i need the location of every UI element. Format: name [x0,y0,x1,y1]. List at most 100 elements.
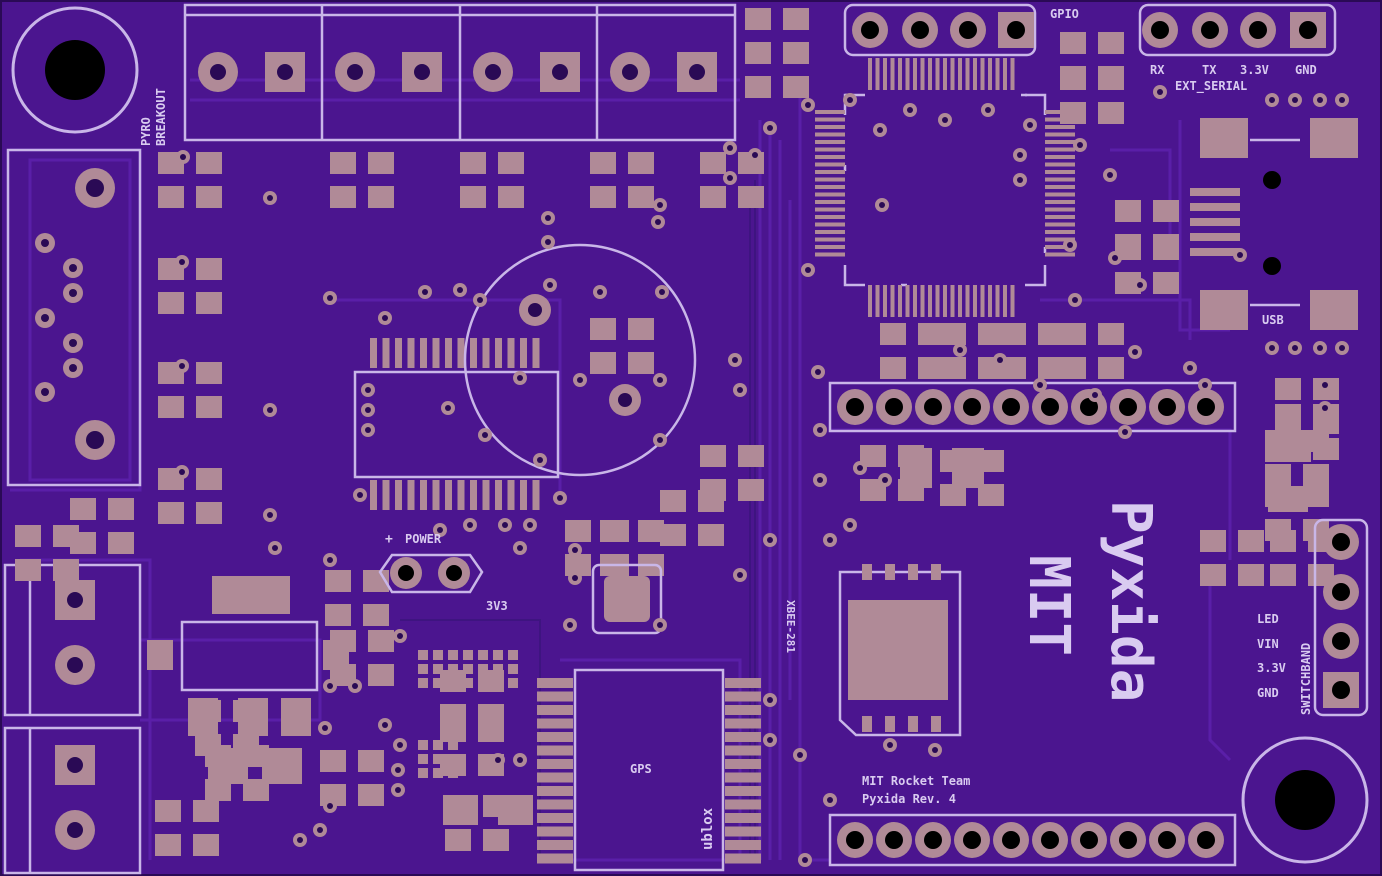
via-drill [657,377,663,383]
smd-pad [1200,564,1226,586]
smd-pad [1060,68,1086,90]
via-drill [397,633,403,639]
via-drill [327,295,333,301]
smd-pad [565,554,591,576]
via-drill [537,457,543,463]
smd-pad [108,532,134,554]
smd-pad [320,750,346,772]
qfp-pin-bottom [928,285,932,317]
small-pad [448,768,458,778]
smd-pad [1303,485,1329,507]
via-drill [597,289,603,295]
via-drill [382,315,388,321]
smd-pad [498,186,524,208]
smd-pad [880,323,906,345]
small-pad [448,664,458,674]
qfp-pin-right [1045,192,1075,197]
via-drill [365,427,371,433]
via-drill [732,357,738,363]
gps-pad-left [537,718,573,729]
smd-pad [158,292,184,314]
gps-pad-right [725,678,761,688]
small-pad [448,678,458,688]
smd-pad-large [952,448,984,488]
via-drill [547,282,553,288]
via-drill [517,375,523,381]
switchband-header [1313,518,1369,717]
qfp-pin-top [920,58,925,90]
gps-pad-left [537,759,573,769]
via-drill [847,522,853,528]
via-drill [657,202,663,208]
brand-mit: MIT [1016,555,1081,656]
qfp-pin-top [980,58,985,90]
smd-pad [1200,530,1226,552]
gps-pad-left [537,772,573,783]
label-gnd: GND [1295,63,1317,77]
via-drill [1027,122,1033,128]
smd-pad [978,484,1004,506]
label-ext-serial: EXT_SERIAL [1175,79,1247,94]
smd-pad [745,76,771,98]
qfp-pin-top [883,58,887,90]
qfp-pin-left [815,132,845,137]
qfp-pin-left [815,155,845,159]
smd-pad [1098,68,1124,90]
qfp-pin-bottom [943,285,947,317]
via-drill [272,545,278,551]
small-pad [448,650,458,660]
via-drill [767,697,773,703]
via-drill [957,347,963,353]
small-pad [478,664,488,674]
gps-pad-right [725,853,761,864]
smd-pad [1153,200,1179,222]
gps-pad-right [725,732,761,742]
via-drill [815,369,821,375]
smd-pad [70,498,96,520]
via-drill [577,377,583,383]
soic-pin-bottom [445,480,452,510]
gps-pad-right [725,813,761,823]
qfp-pin-top [890,58,895,90]
via-drill [457,287,463,293]
via-drill [327,803,333,809]
smd-pad [53,525,79,547]
smd-pad [368,630,394,652]
smd-pad [1153,238,1179,260]
qfp-pin-left [815,192,845,197]
smd-pad [1270,564,1296,586]
via-drill [932,747,938,753]
header-drill [1332,632,1350,650]
via-drill [1137,282,1143,288]
via-drill [467,522,473,528]
smd-pad [440,720,466,742]
smd-pad [196,502,222,524]
small-pad [463,664,473,674]
smd-pad [700,445,726,467]
smd-pad [1098,102,1124,124]
brand-pyxida: Pyxida [1098,500,1163,702]
header-drill [1158,831,1176,849]
smd-pad [638,520,664,542]
header-drill [1158,398,1176,416]
qfn-chip [591,563,663,635]
smd-pad [196,258,222,280]
soic-pin-top [457,338,465,368]
label-team-line1: MIT Rocket Team [862,774,970,788]
smd-pad [660,490,686,512]
via-drill [655,219,661,225]
label-3v3-reg: 3V3 [486,599,508,613]
via-array [175,85,1349,867]
qfp-pin-right [1045,117,1075,122]
smd-pad [53,559,79,581]
via-drill [882,477,888,483]
via-drill [887,742,893,748]
via-drill [985,107,991,113]
smd-pad [1303,464,1329,486]
via-drill [327,557,333,563]
header-drill [959,21,977,39]
qfp-pin-bottom [935,285,940,317]
label-rx: RX [1150,63,1165,77]
via-drill [1269,345,1275,351]
smd-pad [368,152,394,174]
